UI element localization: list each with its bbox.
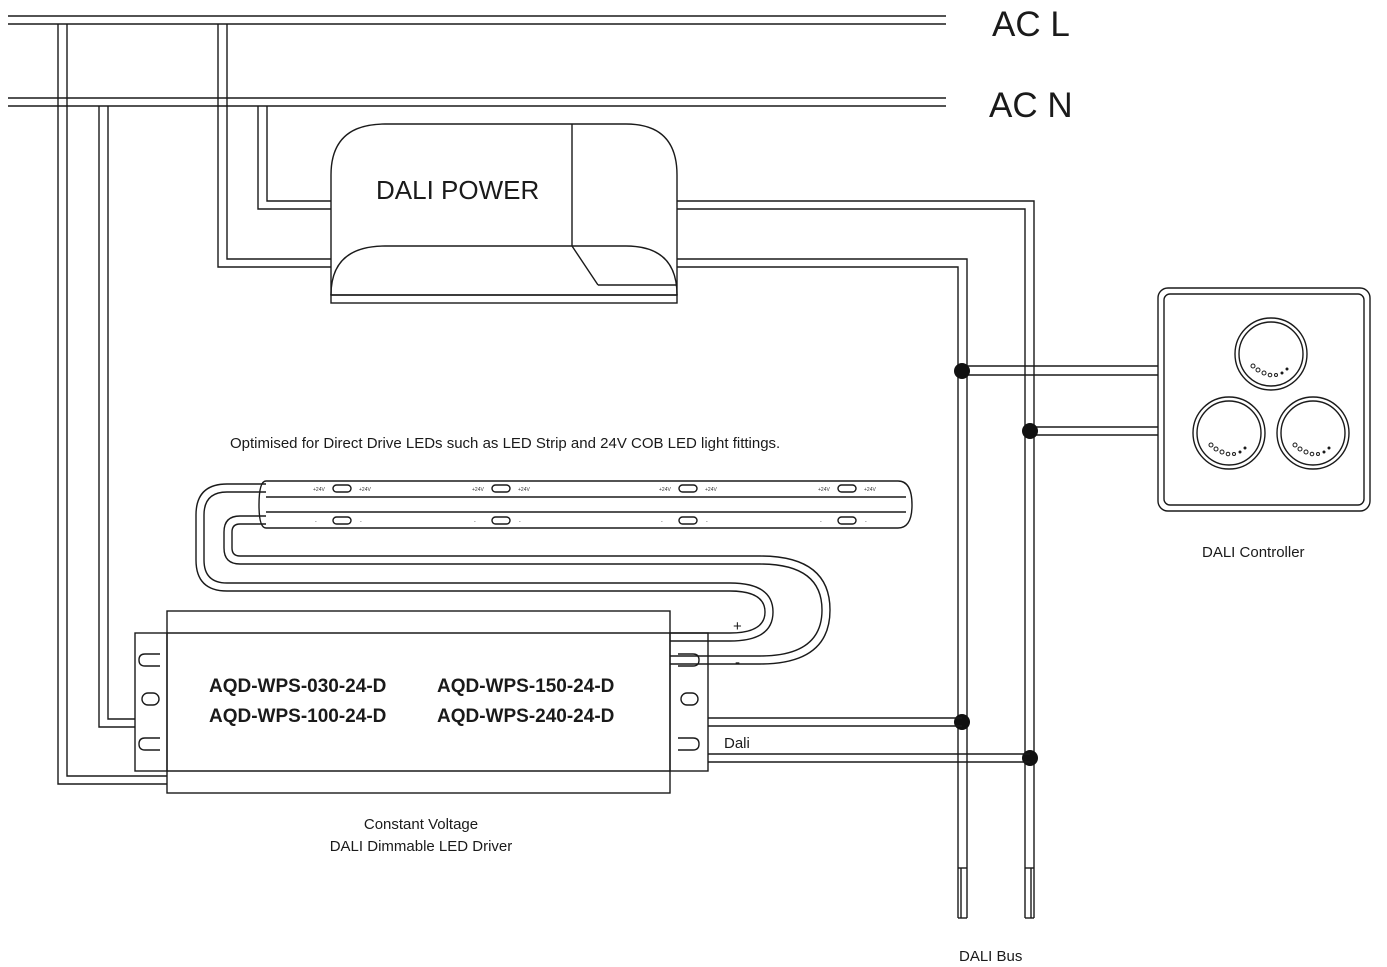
strip-pad-label: +24V [864, 487, 876, 493]
driver-model: AQD-WPS-100-24-D [209, 706, 386, 727]
junction-dot [1022, 423, 1038, 439]
dali-controller [1157, 287, 1371, 512]
driver-model: AQD-WPS-030-24-D [209, 676, 386, 697]
ac-live-line [8, 15, 946, 25]
junction-dot [954, 363, 970, 379]
strip-pad-label: - [865, 519, 867, 525]
output-minus-label: - [735, 654, 740, 671]
live-drop-driver [57, 24, 167, 785]
dali-bus-label: DALI Bus [959, 948, 1022, 965]
strip-pad-label: +24V [359, 487, 371, 493]
strip-pad-label: +24V [518, 487, 530, 493]
controller-knob-right [1276, 396, 1350, 470]
direct-drive-note: Optimised for Direct Drive LEDs such as … [230, 435, 780, 452]
strip-pad-label: - [360, 519, 362, 525]
strip-pad-label: - [519, 519, 521, 525]
driver-model: AQD-WPS-150-24-D [437, 676, 614, 697]
dali-power-unit [330, 123, 678, 304]
dali-controller-label: DALI Controller [1202, 544, 1305, 561]
controller-knob-top [1234, 317, 1308, 391]
ac-neutral-line [8, 97, 946, 107]
controller-knob-left [1192, 396, 1266, 470]
dali-bus-terminals [958, 867, 1034, 919]
strip-pad-label: +24V [313, 487, 325, 493]
junction-dot [954, 714, 970, 730]
driver-model: AQD-WPS-240-24-D [437, 706, 614, 727]
dali-wire-label: Dali [724, 735, 750, 752]
ac-neutral-label: AC N [989, 86, 1073, 125]
live-drop-dali-power [217, 24, 331, 268]
strip-pad-label: +24V [659, 487, 671, 493]
strip-pad-label: +24V [818, 487, 830, 493]
strip-pad-label: - [474, 519, 476, 525]
strip-pad-label: +24V [472, 487, 484, 493]
driver-caption-line1: Constant Voltage [364, 816, 478, 833]
led-driver [134, 610, 709, 794]
ac-live-label: AC L [992, 5, 1070, 44]
driver-caption-line2: DALI Dimmable LED Driver [330, 838, 513, 855]
dali-power-label: DALI POWER [376, 175, 539, 205]
junction-dot [1022, 750, 1038, 766]
led-strip: +24V +24V +24V +24V +24V +24V +24V +24V … [258, 480, 913, 529]
strip-pad-label: - [661, 519, 663, 525]
strip-pad-label: - [315, 519, 317, 525]
output-plus-label: + [733, 618, 742, 635]
strip-pad-label: +24V [705, 487, 717, 493]
strip-pad-label: - [706, 519, 708, 525]
strip-pad-label: - [820, 519, 822, 525]
led-strip-cable [195, 483, 831, 665]
